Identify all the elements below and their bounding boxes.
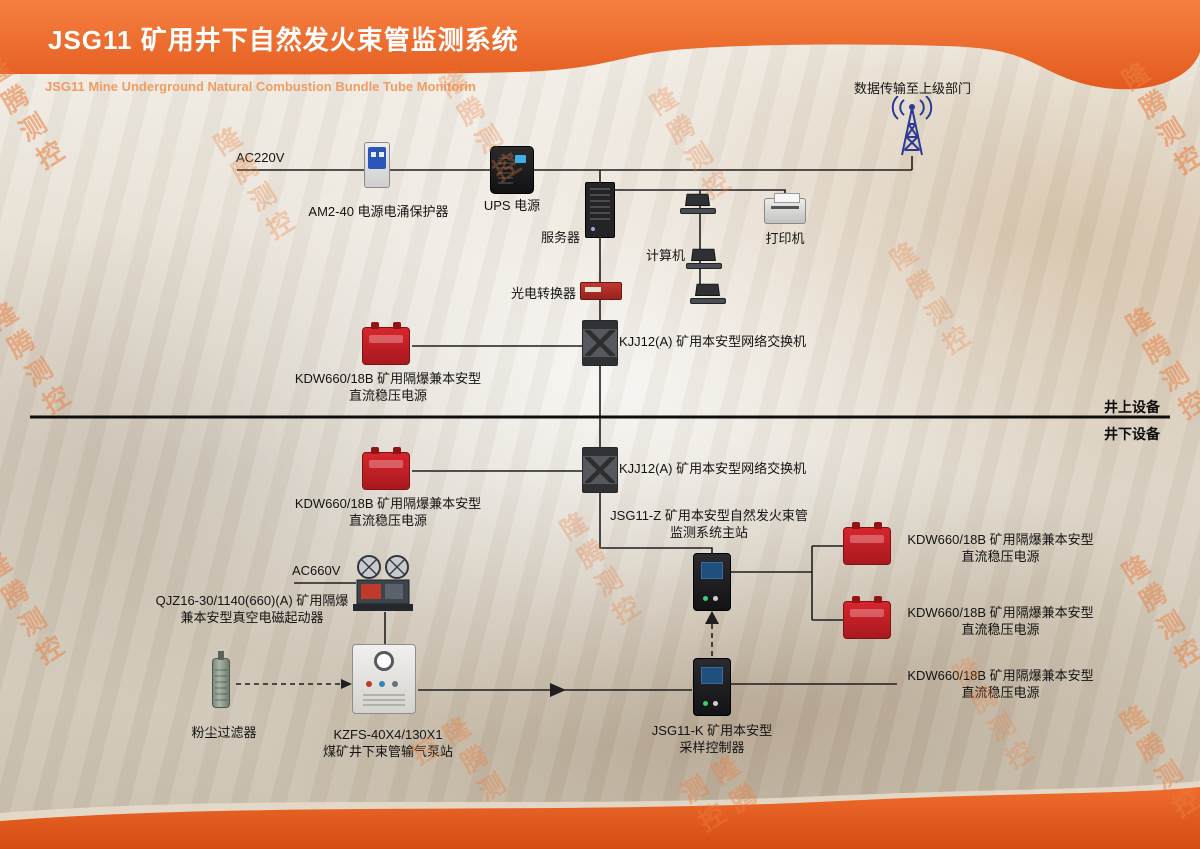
zone-label-underground: 井下设备 <box>1104 426 1160 442</box>
uplink-label: 数据传输至上级部门 <box>853 81 971 96</box>
computer-label: 计算机 <box>645 248 685 263</box>
zone-label-surface: 井上设备 <box>1104 399 1160 415</box>
laptop-icon <box>686 245 722 269</box>
surge-protector-device <box>364 142 390 188</box>
laptop-screen <box>685 193 710 206</box>
surface-power-label: KDW660/18B 矿用隔爆兼本安型 直流稳压电源 <box>294 371 482 404</box>
laptop-screen <box>691 248 716 261</box>
pump-station-label: KZFS-40X4/130X1 煤矿井下束管输气泵站 <box>322 727 453 760</box>
underground-power-label: KDW660/18B 矿用隔爆兼本安型 直流稳压电源 <box>294 496 482 529</box>
network-switch-device <box>582 320 618 366</box>
laptop-screen <box>695 283 720 296</box>
page-subtitle: JSG11 Mine Underground Natural Combustio… <box>45 79 476 94</box>
dc-power-supply-device <box>362 322 410 365</box>
switch-front-panel <box>585 457 615 483</box>
right-power-label-1: KDW660/18B 矿用隔爆兼本安型 直流稳压电源 <box>907 532 1094 565</box>
ac220v-label: AC220V <box>236 150 285 165</box>
main-station-label: JSG11-Z 矿用本安型自然发火束管 监测系统主站 <box>610 508 808 541</box>
pump-station-device <box>352 644 416 714</box>
pump-buttons <box>366 681 372 687</box>
surge-protector-label: AM2-40 电源电涌保护器 <box>308 204 449 219</box>
laptop-icon <box>680 190 716 214</box>
printer-device <box>764 193 806 224</box>
underground-switch-label: KJJ12(A) 矿用本安型网络交换机 <box>619 461 807 476</box>
laptop-base <box>690 298 726 304</box>
laptop-icon <box>690 280 726 304</box>
dc-power-supply-device <box>843 596 891 639</box>
surface-switch-label: KJJ12(A) 矿用本安型网络交换机 <box>619 334 807 349</box>
right-power-label-2: KDW660/18B 矿用隔爆兼本安型 直流稳压电源 <box>907 605 1094 638</box>
server-device <box>585 182 615 238</box>
main-station-device <box>693 553 731 611</box>
dust-filter-device <box>212 651 230 708</box>
pump-vents <box>363 691 405 706</box>
dust-filter-label: 粉尘过滤器 <box>191 725 257 740</box>
ac660v-label: AC660V <box>292 563 341 578</box>
dc-power-supply-device <box>362 447 410 490</box>
magnetic-starter-device <box>353 555 413 611</box>
pressure-gauge <box>374 651 394 671</box>
printer-label: 打印机 <box>765 231 805 246</box>
sampling-controller-device <box>693 658 731 716</box>
laptop-base <box>680 208 716 214</box>
dc-power-supply-device <box>843 522 891 565</box>
starter-label: QJZ16-30/1140(660)(A) 矿用隔爆 兼本安型真空电磁起动器 <box>155 593 349 626</box>
footer-orange-band <box>0 781 1200 849</box>
converter-label: 光电转换器 <box>510 286 576 301</box>
optical-converter-device <box>580 282 622 300</box>
laptop-base <box>686 263 722 269</box>
sampling-controller-label: JSG11-K 矿用本安型 采样控制器 <box>651 723 773 756</box>
ups-label: UPS 电源 <box>483 198 541 213</box>
header-orange-band <box>0 0 1200 90</box>
radio-antenna-icon <box>891 96 933 156</box>
server-label: 服务器 <box>540 230 580 245</box>
ups-device <box>490 146 534 194</box>
right-power-label-3: KDW660/18B 矿用隔爆兼本安型 直流稳压电源 <box>907 668 1094 701</box>
switch-front-panel <box>585 330 615 356</box>
network-switch-device <box>582 447 618 493</box>
page-title: JSG11 矿用井下自然发火束管监测系统 <box>48 25 519 55</box>
